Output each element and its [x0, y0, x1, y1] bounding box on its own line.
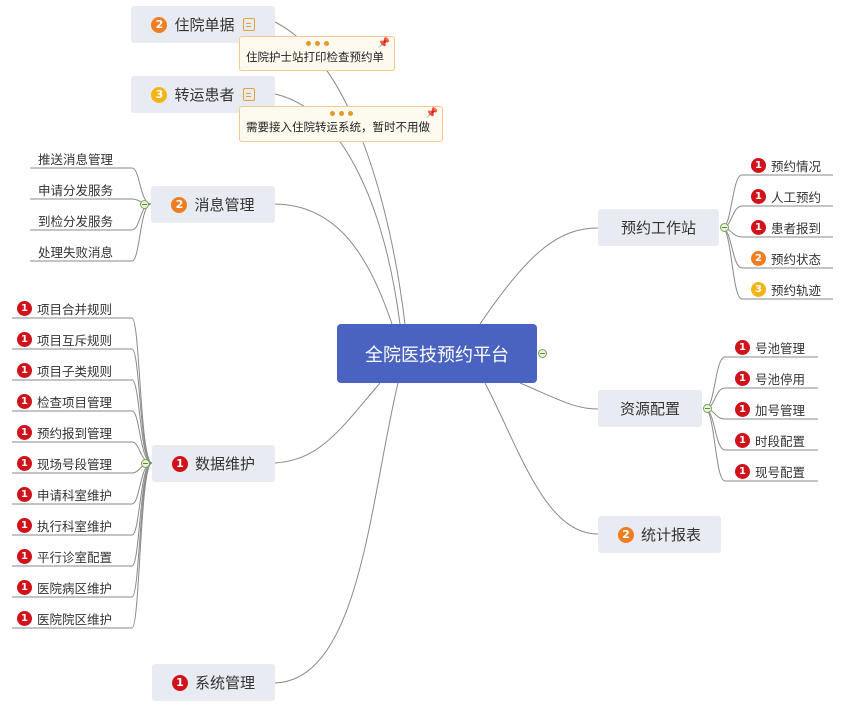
topic-system-mgmt[interactable]: 1 系统管理 [152, 664, 275, 701]
priority-1-icon: 1 [751, 219, 766, 235]
connector-statistics [484, 382, 599, 535]
topic-statistics[interactable]: 2 统计报表 [598, 516, 721, 553]
priority-1-icon: 1 [17, 486, 32, 502]
priority-2-icon: 2 [151, 16, 168, 33]
pin-icon[interactable]: 📌 [377, 38, 390, 49]
priority-1-icon: 1 [751, 188, 766, 204]
connector-message [274, 203, 393, 325]
topic-workstation-label: 预约工作站 [620, 219, 696, 237]
topic-system-mgmt-label: 系统管理 [194, 674, 255, 692]
pin-icon[interactable]: 📌 [425, 108, 438, 119]
topic-hospital-forms[interactable]: 2 住院单据 [131, 6, 275, 43]
priority-1-icon: 1 [17, 517, 32, 533]
priority-1-icon: 1 [17, 424, 32, 440]
priority-1-icon: 1 [735, 370, 750, 386]
priority-1-icon: 1 [17, 331, 32, 347]
topic-resource-config-label: 资源配置 [619, 400, 680, 418]
priority-3-icon: 3 [151, 86, 168, 103]
leaf-message-2[interactable]: 到检分发服务 [38, 213, 114, 229]
note-icon[interactable] [242, 18, 255, 31]
priority-1-icon: 1 [751, 157, 766, 173]
priority-1-icon: 1 [735, 401, 750, 417]
note-transfer-patient-text: 需要接入住院转运系统，暂时不用做 [246, 120, 430, 134]
priority-2-icon: 2 [617, 526, 634, 543]
resource-collapse-toggle[interactable] [703, 404, 712, 413]
note-hospital-forms: 📌 住院护士站打印检查预约单 [239, 36, 395, 71]
topic-data-maintenance-label: 数据维护 [194, 455, 255, 473]
priority-1-icon: 1 [17, 610, 32, 626]
topic-workstation[interactable]: 预约工作站 [598, 209, 719, 246]
topic-statistics-label: 统计报表 [640, 526, 701, 544]
connector-resource [519, 382, 599, 410]
topic-transfer-patient[interactable]: 3 转运患者 [131, 76, 275, 113]
leaf-message-1[interactable]: 申请分发服务 [38, 182, 114, 198]
priority-1-icon: 1 [171, 674, 188, 691]
topic-data-maintenance[interactable]: 1 数据维护 [152, 445, 275, 482]
note-hospital-forms-text: 住院护士站打印检查预约单 [246, 50, 384, 64]
connector-transfer [274, 93, 401, 325]
topic-message-mgmt-label: 消息管理 [194, 196, 255, 214]
leaf-message-0[interactable]: 推送消息管理 [38, 151, 114, 167]
root-topic-label: 全院医技预约平台 [365, 344, 509, 366]
leaf-message-3[interactable]: 处理失败消息 [38, 244, 114, 260]
priority-3-icon: 3 [751, 281, 766, 297]
drag-handle-icon[interactable] [246, 37, 388, 49]
data-collapse-toggle[interactable] [141, 459, 150, 468]
topic-transfer-patient-label: 转运患者 [174, 86, 235, 104]
note-transfer-patient: 📌 需要接入住院转运系统，暂时不用做 [239, 106, 443, 142]
priority-2-icon: 2 [171, 196, 188, 213]
priority-1-icon: 1 [17, 300, 32, 316]
priority-1-icon: 1 [171, 455, 188, 472]
priority-1-icon: 1 [17, 455, 32, 471]
connector-data [274, 382, 381, 464]
note-icon[interactable] [242, 88, 255, 101]
workstation-collapse-toggle[interactable] [720, 223, 729, 232]
priority-1-icon: 1 [735, 339, 750, 355]
message-collapse-toggle[interactable] [140, 200, 149, 209]
priority-2-icon: 2 [751, 250, 766, 266]
root-topic[interactable]: 全院医技预约平台 [337, 324, 537, 383]
priority-1-icon: 1 [17, 393, 32, 409]
priority-1-icon: 1 [735, 432, 750, 448]
priority-1-icon: 1 [17, 579, 32, 595]
connector-system [274, 382, 399, 684]
priority-1-icon: 1 [17, 362, 32, 378]
connector-workstation [479, 227, 599, 325]
topic-message-mgmt[interactable]: 2 消息管理 [151, 186, 275, 223]
priority-1-icon: 1 [17, 548, 32, 564]
topic-resource-config[interactable]: 资源配置 [598, 390, 702, 427]
root-collapse-toggle[interactable] [538, 349, 547, 358]
drag-handle-icon[interactable] [246, 107, 436, 119]
topic-hospital-forms-label: 住院单据 [174, 16, 235, 34]
priority-1-icon: 1 [735, 463, 750, 479]
